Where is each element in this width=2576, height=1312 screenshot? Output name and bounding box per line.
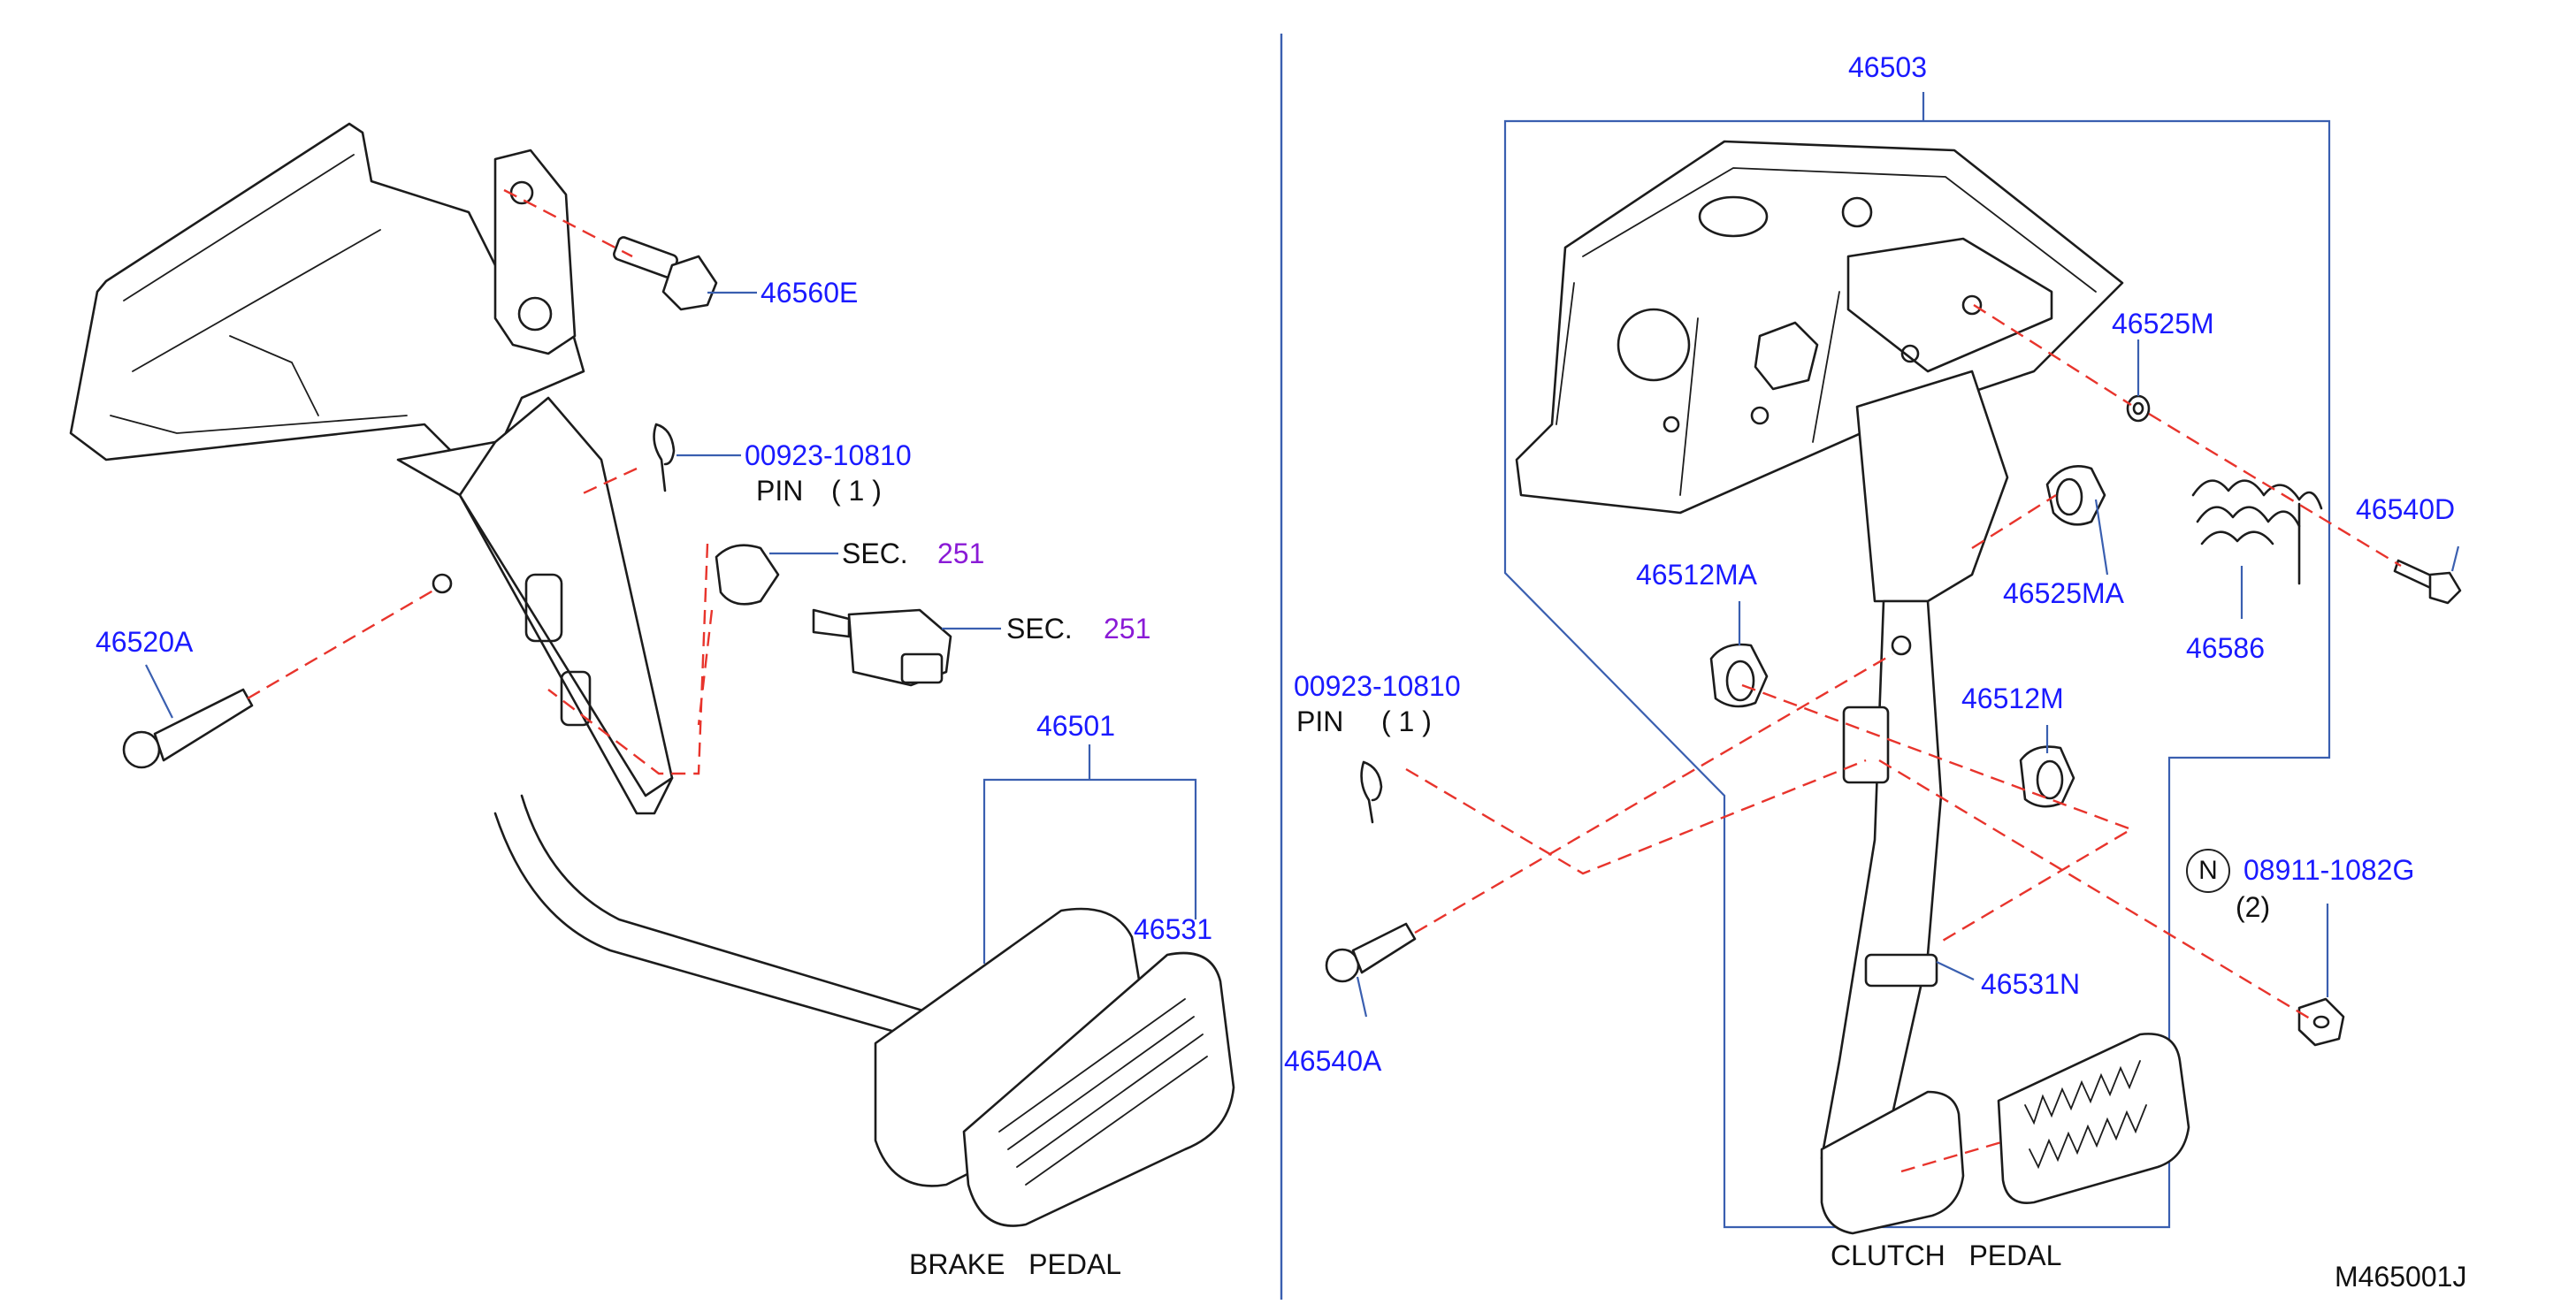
part-label-46586[interactable]: 46586 [2186,632,2265,664]
part-label-46512m[interactable]: 46512M [1961,683,2064,714]
clutch-pedal-bracket-46503 [1515,140,2124,515]
clutch-pedal-rubber-46531n [1997,1033,2190,1205]
pin-46540a [1325,922,1417,983]
sec-ref-251-1[interactable]: 251 [937,538,985,569]
qty-08911-1082g: (2) [2236,891,2271,923]
bushing-46512ma [1709,643,1769,708]
washer-46525m [2126,394,2151,423]
clutch-leaders [1356,339,2460,1018]
clutch-phantom-lines [1405,303,2402,1173]
pin-text-brake: PIN [756,475,804,507]
part-label-46525m[interactable]: 46525M [2112,308,2214,339]
part-label-46503[interactable]: 46503 [1848,51,1927,83]
brake-leaders [145,291,1197,964]
sec-text-1: SEC. [842,538,908,569]
pin-00923-clutch [1360,760,1383,824]
part-label-46525ma[interactable]: 46525MA [2003,577,2124,609]
pin-46520a [122,688,254,769]
brake-pedal-bracket [69,122,585,497]
clutch-assembly-boundary [1503,92,2331,1229]
part-label-46560e[interactable]: 46560E [761,277,859,309]
part-label-46531[interactable]: 46531 [1134,913,1212,945]
pin-text-clutch: PIN [1296,706,1344,737]
stop-lamp-switch-sec-251 [715,544,952,687]
part-label-00923-10810-clutch[interactable]: 00923-10810 [1294,670,1461,702]
clutch-pedal-pad [1820,1090,1965,1235]
brake-pedal-caption: BRAKE PEDAL [909,1248,1122,1280]
part-label-46512ma[interactable]: 46512MA [1636,559,1757,591]
part-label-46540d[interactable]: 46540D [2356,493,2456,525]
bushing-46512m [2019,745,2075,808]
brake-phantom-lines [247,188,714,775]
nut-08911-1082g [2297,997,2345,1047]
part-label-46520a[interactable]: 46520A [96,626,194,658]
new-part-n-mark: N [2186,849,2230,893]
part-label-46531n[interactable]: 46531N [1981,968,2081,1000]
part-label-08911-1082g[interactable]: 08911-1082G [2243,854,2415,886]
bolt-46540d [2393,559,2462,605]
part-label-00923-10810-brake[interactable]: 00923-10810 [745,439,912,471]
part-label-46501[interactable]: 46501 [1036,710,1115,742]
clutch-pedal-arm [1820,370,2009,1169]
clutch-pedal-caption: CLUTCH PEDAL [1831,1240,2062,1271]
sec-ref-251-2[interactable]: 251 [1104,613,1151,645]
spring-46586 [2191,479,2323,585]
diagram-id: M465001J [2335,1261,2467,1293]
pin-qty-brake: ( 1 ) [831,475,882,507]
sec-text-2: SEC. [1006,613,1073,645]
brake-pedal-rubber-46531 [962,951,1235,1227]
part-label-46540a[interactable]: 46540A [1284,1045,1382,1077]
bolt-46560e [613,236,718,311]
pin-00923-brake [653,423,676,492]
pin-qty-clutch: ( 1 ) [1381,706,1432,737]
brake-pedal-arm [396,396,930,1041]
